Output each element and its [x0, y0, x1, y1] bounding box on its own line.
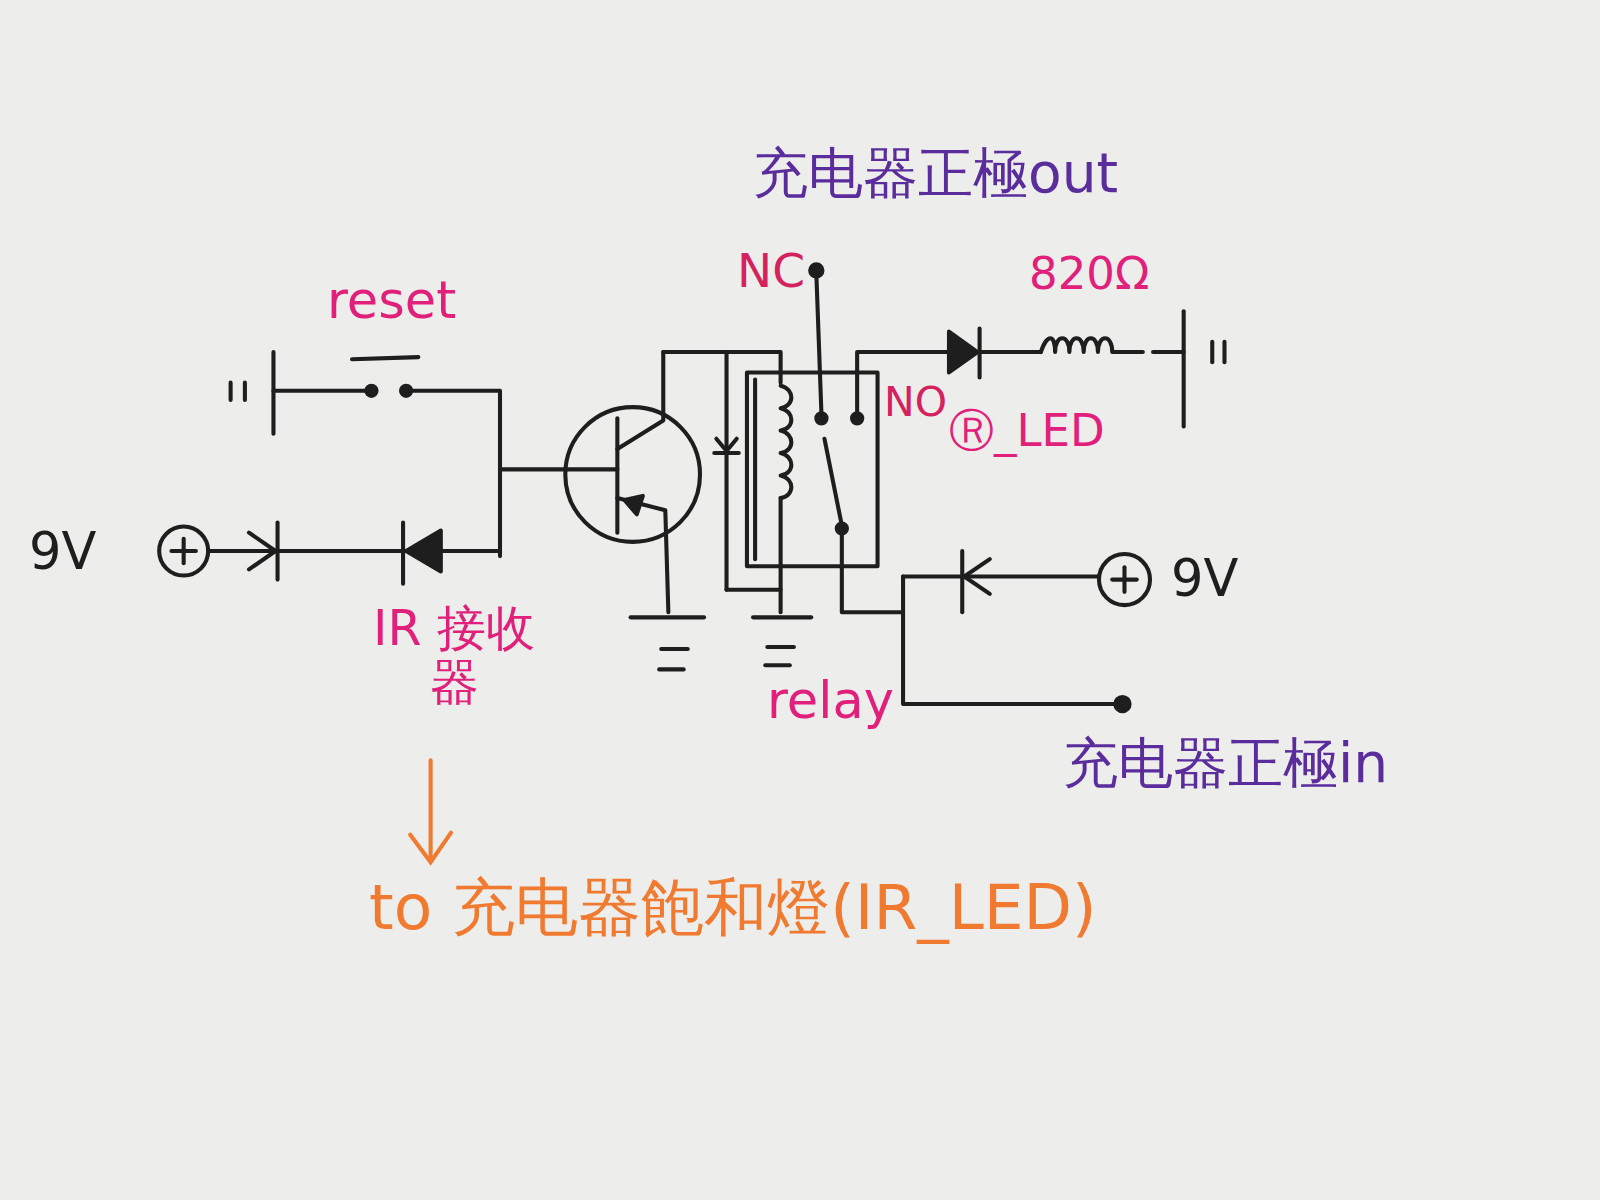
pin-label: NC	[737, 245, 805, 297]
resistor-symbol	[1041, 338, 1184, 352]
battery-symbol	[231, 352, 274, 434]
reset-button-symbol	[273, 357, 500, 556]
note-label: to 充电器飽和燈(IR_LED)	[369, 873, 1097, 942]
part-label: IR 接收器	[352, 602, 556, 710]
ir-receiver-symbol	[403, 522, 500, 583]
battery-symbol	[1184, 311, 1225, 426]
part-label: relay	[767, 673, 894, 729]
relay-symbol	[663, 264, 903, 612]
heading-label: 充电器正極out	[753, 143, 1118, 204]
diode-symbol	[208, 522, 403, 579]
voltage-label: 9V	[29, 524, 96, 580]
source-symbol	[159, 527, 208, 576]
source-symbol	[1099, 554, 1150, 605]
diode-symbol	[903, 551, 1130, 711]
ground-symbol	[753, 617, 811, 665]
value-label: 820Ω	[1029, 249, 1149, 299]
transistor-symbol	[565, 352, 700, 612]
ground-symbol	[631, 617, 704, 669]
terminal-label: 充电器正極in	[1063, 733, 1388, 794]
part-label: reset	[327, 273, 456, 329]
pin-label: NO	[884, 380, 947, 425]
arrow-symbol	[410, 760, 451, 862]
part-label: Ⓡ_LED	[949, 406, 1105, 456]
voltage-label: 9V	[1171, 551, 1238, 607]
